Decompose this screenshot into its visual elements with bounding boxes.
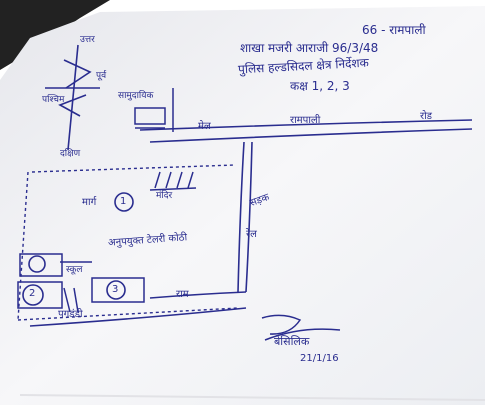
circled-number-2: 2 xyxy=(29,288,36,299)
road-label-left: मेल xyxy=(198,121,211,132)
label-bottom-center: राम xyxy=(176,289,189,300)
circled-number-1: 1 xyxy=(120,196,127,207)
compass-north: उत्तर xyxy=(80,35,95,45)
compass-rose xyxy=(45,44,100,151)
small-building xyxy=(134,88,174,132)
signature-name: बेसिलिक xyxy=(274,335,310,348)
signature-mark xyxy=(261,314,341,341)
header-line-1: शाखा मजरी आराजी 96/3/48 xyxy=(240,41,379,55)
signature-date: 21/1/16 xyxy=(300,353,339,364)
label-right-b: रेल xyxy=(246,229,257,240)
shed xyxy=(149,171,197,191)
compass-south: दक्षिण xyxy=(60,149,81,159)
compass-west: पश्चिम xyxy=(42,95,65,105)
main-road xyxy=(135,119,473,143)
road-label-right: रोड xyxy=(420,111,433,122)
circled-number-3: 3 xyxy=(112,284,119,295)
road-label-middle: रामपाली xyxy=(290,115,321,126)
plot-boundary xyxy=(17,164,239,321)
label-shed: मंदिर xyxy=(156,191,173,201)
ref-number: 66 - रामपाली xyxy=(362,23,426,37)
header-line-3: कक्ष 1, 2, 3 xyxy=(290,79,350,93)
compass-east: पूर्व xyxy=(96,71,107,81)
label-plot: मार्ग xyxy=(82,197,97,208)
bottom-road xyxy=(29,291,247,327)
label-top-building: सामुदायिक xyxy=(118,91,154,101)
bottom-buildings xyxy=(17,253,145,313)
circled-marks xyxy=(22,192,134,306)
vertical-road xyxy=(237,141,253,293)
label-bottom-path: पगडंडी xyxy=(58,309,83,320)
label-bottom-left: स्कूल xyxy=(66,265,83,275)
